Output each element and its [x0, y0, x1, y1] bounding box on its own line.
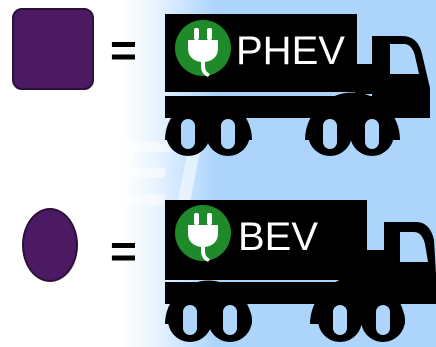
- phev-label: PHEV: [236, 29, 345, 73]
- equals-sign: =: [110, 24, 137, 76]
- purple-square-swatch: [12, 8, 94, 90]
- equals-sign: =: [110, 225, 137, 277]
- bev-label: BEV: [238, 215, 319, 259]
- purple-circle-swatch: [22, 208, 78, 282]
